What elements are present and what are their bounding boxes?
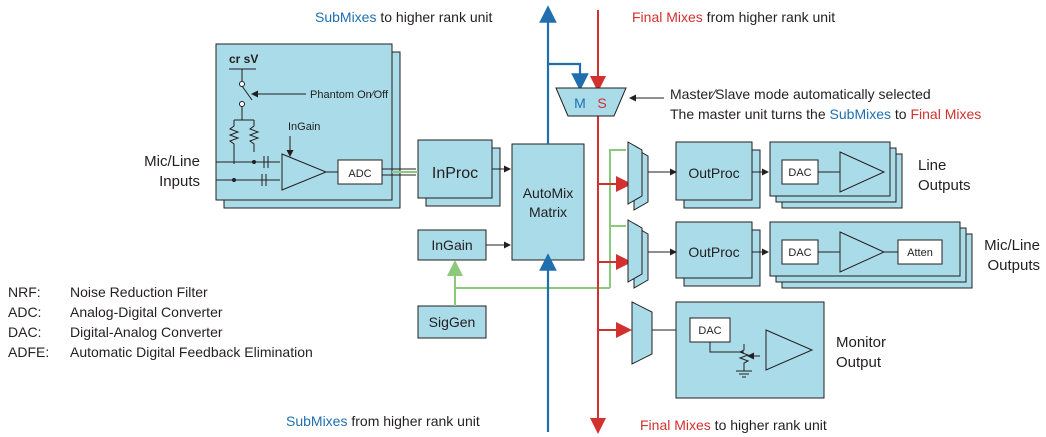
atten-box: [897, 239, 943, 265]
phantom-label: Phantom On∕Off: [310, 89, 389, 101]
legend-desc-3: Automatic Digital Feedback Elimination: [70, 344, 313, 360]
phantom-voltage-label: cr sV: [229, 52, 258, 66]
legend-abbr-3: ADFE:: [8, 344, 49, 360]
master-label: M: [574, 95, 586, 111]
automix-label-1: AutoMix: [523, 185, 574, 201]
legend-desc-1: Analog-Digital Converter: [70, 304, 223, 320]
switch-contact-bottom: [239, 101, 245, 107]
legend-abbr-0: NRF:: [8, 284, 41, 300]
adc-label: ADC: [348, 168, 371, 180]
outproc-1-block: [675, 141, 753, 201]
siggen-block: [417, 305, 487, 339]
outproc-2-block: [675, 221, 753, 279]
slave-label: S: [597, 95, 606, 111]
master-slave-selector: [555, 87, 627, 117]
ms-note-line2: The master unit turns the SubMixes to Fi…: [670, 106, 981, 122]
automix-label-2: Matrix: [529, 204, 567, 220]
monitor-amp: [765, 329, 814, 371]
line-outputs-2: Outputs: [918, 177, 971, 194]
dac-2-label: DAC: [788, 247, 811, 259]
dac-3-wire: [709, 342, 744, 353]
bottom-submix-caption: SubMixes from higher rank unit: [286, 413, 480, 429]
monitor-output-2: Output: [836, 354, 882, 371]
mux-2: [627, 219, 643, 283]
phantom-switch: [241, 85, 253, 101]
outproc-1-label: OutProc: [688, 165, 739, 181]
node-1: [252, 160, 256, 164]
automix-matrix-block: [511, 143, 585, 261]
line-outputs-1: Line: [918, 157, 946, 174]
outproc-2-label: OutProc: [688, 244, 739, 260]
monitor-volume-pot: [738, 344, 750, 371]
legend-abbr-1: ADC:: [8, 304, 41, 320]
switch-contact-top: [239, 81, 245, 87]
bottom-final-caption: Final Mixes to higher rank unit: [640, 417, 827, 433]
mux-3: [631, 301, 653, 365]
dac-3-label: DAC: [698, 325, 721, 337]
top-submix-caption: SubMixes to higher rank unit: [315, 9, 493, 25]
atten-label: Atten: [907, 247, 933, 259]
mux-1: [627, 141, 643, 205]
dac-2-box: [781, 239, 819, 265]
adc-box: [337, 159, 383, 185]
dac-1-label: DAC: [788, 167, 811, 179]
siggen-to-out2: [609, 225, 626, 288]
ingain-inner-label: InGain: [288, 121, 320, 133]
monitor-output-1: Monitor: [836, 334, 886, 351]
legend-desc-2: Digital-Analog Converter: [70, 324, 223, 340]
preamp-triangle: [281, 153, 328, 191]
mic-line-inputs-1: Mic/Line: [144, 153, 200, 170]
legend-abbr-2: DAC:: [8, 324, 41, 340]
node-2: [232, 178, 236, 182]
top-final-caption: Final Mixes from higher rank unit: [632, 9, 835, 25]
siggen-route: [454, 287, 610, 306]
resistor-1: [228, 120, 240, 164]
line-amp: [839, 151, 886, 193]
resistor-2: [248, 120, 260, 152]
micline-outputs-1: Mic/Line: [984, 237, 1040, 254]
legend-desc-0: Noise Reduction Filter: [70, 284, 208, 300]
siggen-to-out1: [609, 149, 626, 226]
legend: NRF: Noise Reduction Filter ADC: Analog-…: [8, 284, 313, 360]
ms-note-line1: Master∕Slave mode automatically selected: [670, 86, 931, 102]
inproc-label: InProc: [432, 165, 478, 182]
submix-to-ms: [548, 62, 589, 91]
dac-3-box: [689, 317, 731, 343]
micline-outputs-2: Outputs: [987, 257, 1040, 274]
mic-line-inputs-2: Inputs: [159, 173, 200, 190]
ingain-label: InGain: [431, 237, 472, 253]
micline-amp: [839, 231, 886, 273]
dac-1-box: [781, 159, 819, 185]
siggen-label: SigGen: [429, 314, 476, 330]
